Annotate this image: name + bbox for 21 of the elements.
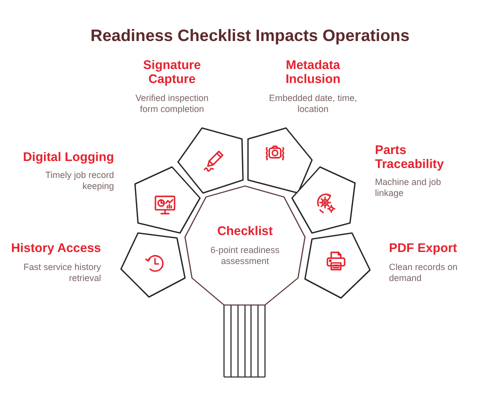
feature-heading: Parts Traceability	[375, 143, 445, 171]
feature-description: Embedded date, time, location	[268, 93, 358, 114]
feature-description: Clean records on demand	[389, 262, 459, 283]
pentagon-shape	[135, 167, 200, 233]
diagram-title: Readiness Checklist Impacts Operations	[89, 27, 411, 46]
feature-heading: PDF Export	[389, 241, 458, 255]
node-title: Checklist	[216, 224, 274, 238]
feature-heading: Digital Logging	[22, 150, 114, 164]
pentagon-shape	[121, 233, 185, 297]
pentagon-shape	[305, 233, 370, 298]
feature-description: Verified inspection form completion	[134, 93, 210, 114]
feature-heading: Metadata Inclusion	[284, 58, 342, 86]
node-description: 6-point readiness assessment	[209, 245, 281, 266]
pentagon-shape	[178, 128, 243, 193]
feature-heading: Signature Capture	[142, 58, 202, 86]
feature-description: Machine and job linkage	[375, 177, 442, 198]
pentagon-shape	[292, 167, 355, 233]
pentagon-shape	[248, 128, 312, 193]
feature-heading: History Access	[10, 241, 101, 255]
feature-description: Fast service history retrieval	[22, 262, 101, 283]
feature-description: Timely job record keeping	[44, 170, 114, 191]
